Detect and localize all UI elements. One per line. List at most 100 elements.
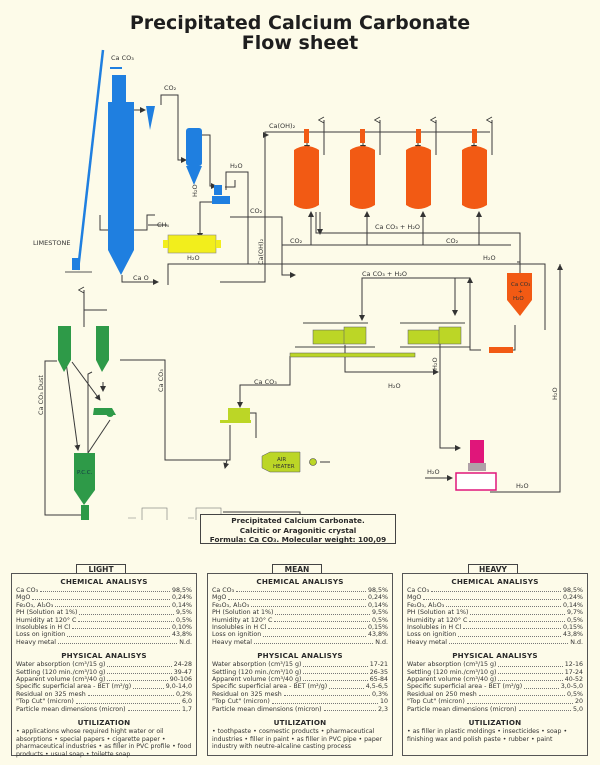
chemical-analysis-title: CHEMICAL ANALISYS xyxy=(60,577,148,586)
label-ch4: CH₄ xyxy=(157,221,169,229)
label-h2o-filter-vertical: H₂O xyxy=(431,357,439,370)
utilization-text: • applications whose required hight wate… xyxy=(16,728,192,758)
property-value: 9,7% xyxy=(567,609,583,617)
property-value: 10 xyxy=(379,698,388,706)
chemical-analysis-title: CHEMICAL ANALISYS xyxy=(256,577,344,586)
label-caco3-dust: Ca CO₃ Dust xyxy=(37,375,45,415)
property-value: 0,5% xyxy=(567,690,583,698)
property-name: MgO xyxy=(212,594,227,602)
property-name: Fe₂O₃, Al₂O₃ xyxy=(16,601,54,609)
physical-row: "Top Cut" (micron) 10 xyxy=(212,698,388,705)
utilization-title: UTILIZATION xyxy=(273,718,327,728)
dot-leader xyxy=(431,587,561,593)
dot-leader xyxy=(133,683,164,689)
pump-tank xyxy=(455,440,497,491)
product-summary-box: Precipitated Calcium Carbonate. Calcitic… xyxy=(200,514,396,544)
grade-tab-heavy: HEAVY xyxy=(468,564,518,574)
dot-leader xyxy=(58,639,178,645)
property-name: Water absorption (cm³/15 g) xyxy=(212,661,302,669)
physical-analysis-title: PHYSICAL ANALISYS xyxy=(452,651,538,661)
carbonation-reactors xyxy=(294,129,487,209)
label-co2-mid: CO₂ xyxy=(250,207,263,215)
property-name: "Top Cut" (micron) xyxy=(16,698,74,706)
label-h2o-tank-out: H₂O xyxy=(516,482,529,490)
property-name: Loss on ignition xyxy=(212,631,262,639)
property-value: 0,15% xyxy=(367,624,388,632)
label-pcc: P.C.C. xyxy=(77,470,93,476)
property-value: 5,0 xyxy=(572,705,583,713)
spacer xyxy=(407,646,583,650)
property-name: Heavy metal xyxy=(407,638,448,646)
property-name: Particle mean dimensions (micron) xyxy=(407,705,517,713)
physical-row: "Top Cut" (micron)20 xyxy=(407,698,583,705)
utilization-title: UTILIZATION xyxy=(468,718,522,728)
physical-row: Settling (120 min./cm³/10 g)17-24 xyxy=(407,669,583,676)
property-name: Residual on 325 mesh xyxy=(16,690,86,698)
dot-leader xyxy=(498,676,563,682)
property-name: Specific superficial area - BET (m²/g) xyxy=(212,683,328,691)
title-line-1: Precipitated Calcium Carbonate xyxy=(129,12,471,34)
property-value: 98,5% xyxy=(367,587,388,594)
property-name: Apparent volume (cm³/40 g) xyxy=(16,676,106,684)
dryer-feeder xyxy=(220,408,251,423)
property-name: Insolubles in H Cl xyxy=(407,624,462,632)
property-value: 12-16 xyxy=(564,661,583,669)
property-name: Insolubles in H Cl xyxy=(16,624,71,632)
scrubber xyxy=(186,128,202,185)
filter-press-1 xyxy=(295,322,375,348)
property-value: 0,15% xyxy=(562,624,583,632)
label-cao: Ca O xyxy=(133,274,149,282)
property-name: Residual on 250 mesh xyxy=(407,690,477,698)
dot-leader xyxy=(463,624,561,630)
product-name: Precipitated Calcium Carbonate. xyxy=(231,516,365,525)
property-name: Particle mean dimensions (micron) xyxy=(16,705,126,713)
chemical-analysis-title: CHEMICAL ANALISYS xyxy=(451,577,539,586)
property-name: Ca CO₃ xyxy=(407,587,430,594)
cyclone xyxy=(146,106,155,130)
grade-tab-light: LIGHT xyxy=(76,564,126,574)
property-name: Humidity at 120° C xyxy=(407,616,468,624)
dot-leader xyxy=(470,609,565,615)
label-caoh2-top: Ca(OH)₂ xyxy=(269,122,296,130)
physical-row: Apparent volume (cm³/40 g)65-84 xyxy=(212,676,388,683)
blower xyxy=(212,196,230,204)
label-h2o-right-vertical: H₂O xyxy=(551,387,559,400)
property-value: 24-28 xyxy=(173,661,192,669)
property-name: Heavy metal xyxy=(16,638,57,646)
physical-row: Apparent volume (cm³/40 g) 90-106 xyxy=(16,676,192,683)
dot-leader xyxy=(107,676,168,682)
dot-leader xyxy=(271,698,378,704)
property-name: "Top Cut" (micron) xyxy=(212,698,270,706)
property-value: 0,5% xyxy=(176,616,192,624)
dot-leader xyxy=(423,594,561,600)
spacer xyxy=(16,646,192,650)
property-name: Specific superficial area - BET (m²/g) xyxy=(16,683,132,691)
property-name: Settling (120 min./cm³/10 g) xyxy=(212,668,302,676)
dot-leader xyxy=(254,639,374,645)
property-name: Fe₂O₃, Al₂O₃ xyxy=(407,601,445,609)
property-value: 0,14% xyxy=(367,601,388,609)
property-name: PH (Solution at 1%) xyxy=(212,609,274,617)
dot-leader xyxy=(263,631,366,637)
property-value: N.d. xyxy=(375,638,388,646)
dot-leader xyxy=(323,706,376,712)
physical-row: Settling (120 min./cm³/10 g)26-35 xyxy=(212,669,388,676)
property-value: 0,24% xyxy=(171,594,192,602)
physical-row: Settling (120 min./cm³/10 g)39-47 xyxy=(16,669,192,676)
property-value: 90-106 xyxy=(169,676,192,684)
filtrate-conveyor xyxy=(289,352,416,358)
property-name: Water absorption (cm³/15 g) xyxy=(16,661,106,669)
property-value: 1,7 xyxy=(181,705,192,713)
label-h2o-slaker: H₂O xyxy=(187,254,200,262)
property-value: 0,5% xyxy=(372,616,388,624)
property-value: 0,10% xyxy=(171,624,192,632)
